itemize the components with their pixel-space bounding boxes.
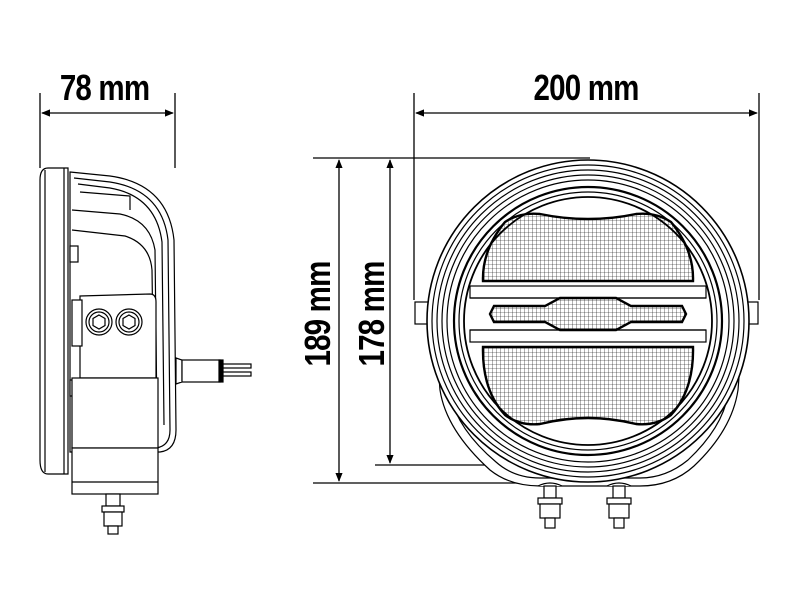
- mounting-stud-icon: [101, 493, 125, 535]
- dimension-label-depth: 78 mm: [59, 67, 150, 108]
- dimension-78mm-lines: [39, 93, 176, 168]
- lower-lens-grid: [481, 345, 695, 426]
- drl-light-bar: [488, 296, 688, 332]
- dimension-label-overall-height: 189 mm: [297, 261, 339, 367]
- dimension-label-lens-height: 178 mm: [351, 261, 393, 367]
- dimension-200mm-lines: [413, 93, 760, 300]
- front-view: [414, 159, 759, 529]
- mounting-stud-icon: [606, 482, 632, 529]
- hex-bolt-icon: [85, 308, 113, 336]
- upper-lens-grid: [481, 212, 695, 283]
- side-view: [39, 167, 252, 535]
- mounting-stud-icon: [537, 482, 563, 529]
- cable-gland-icon: [175, 357, 252, 385]
- hex-bolt-icon: [115, 308, 143, 336]
- dimension-label-width: 200 mm: [533, 67, 640, 108]
